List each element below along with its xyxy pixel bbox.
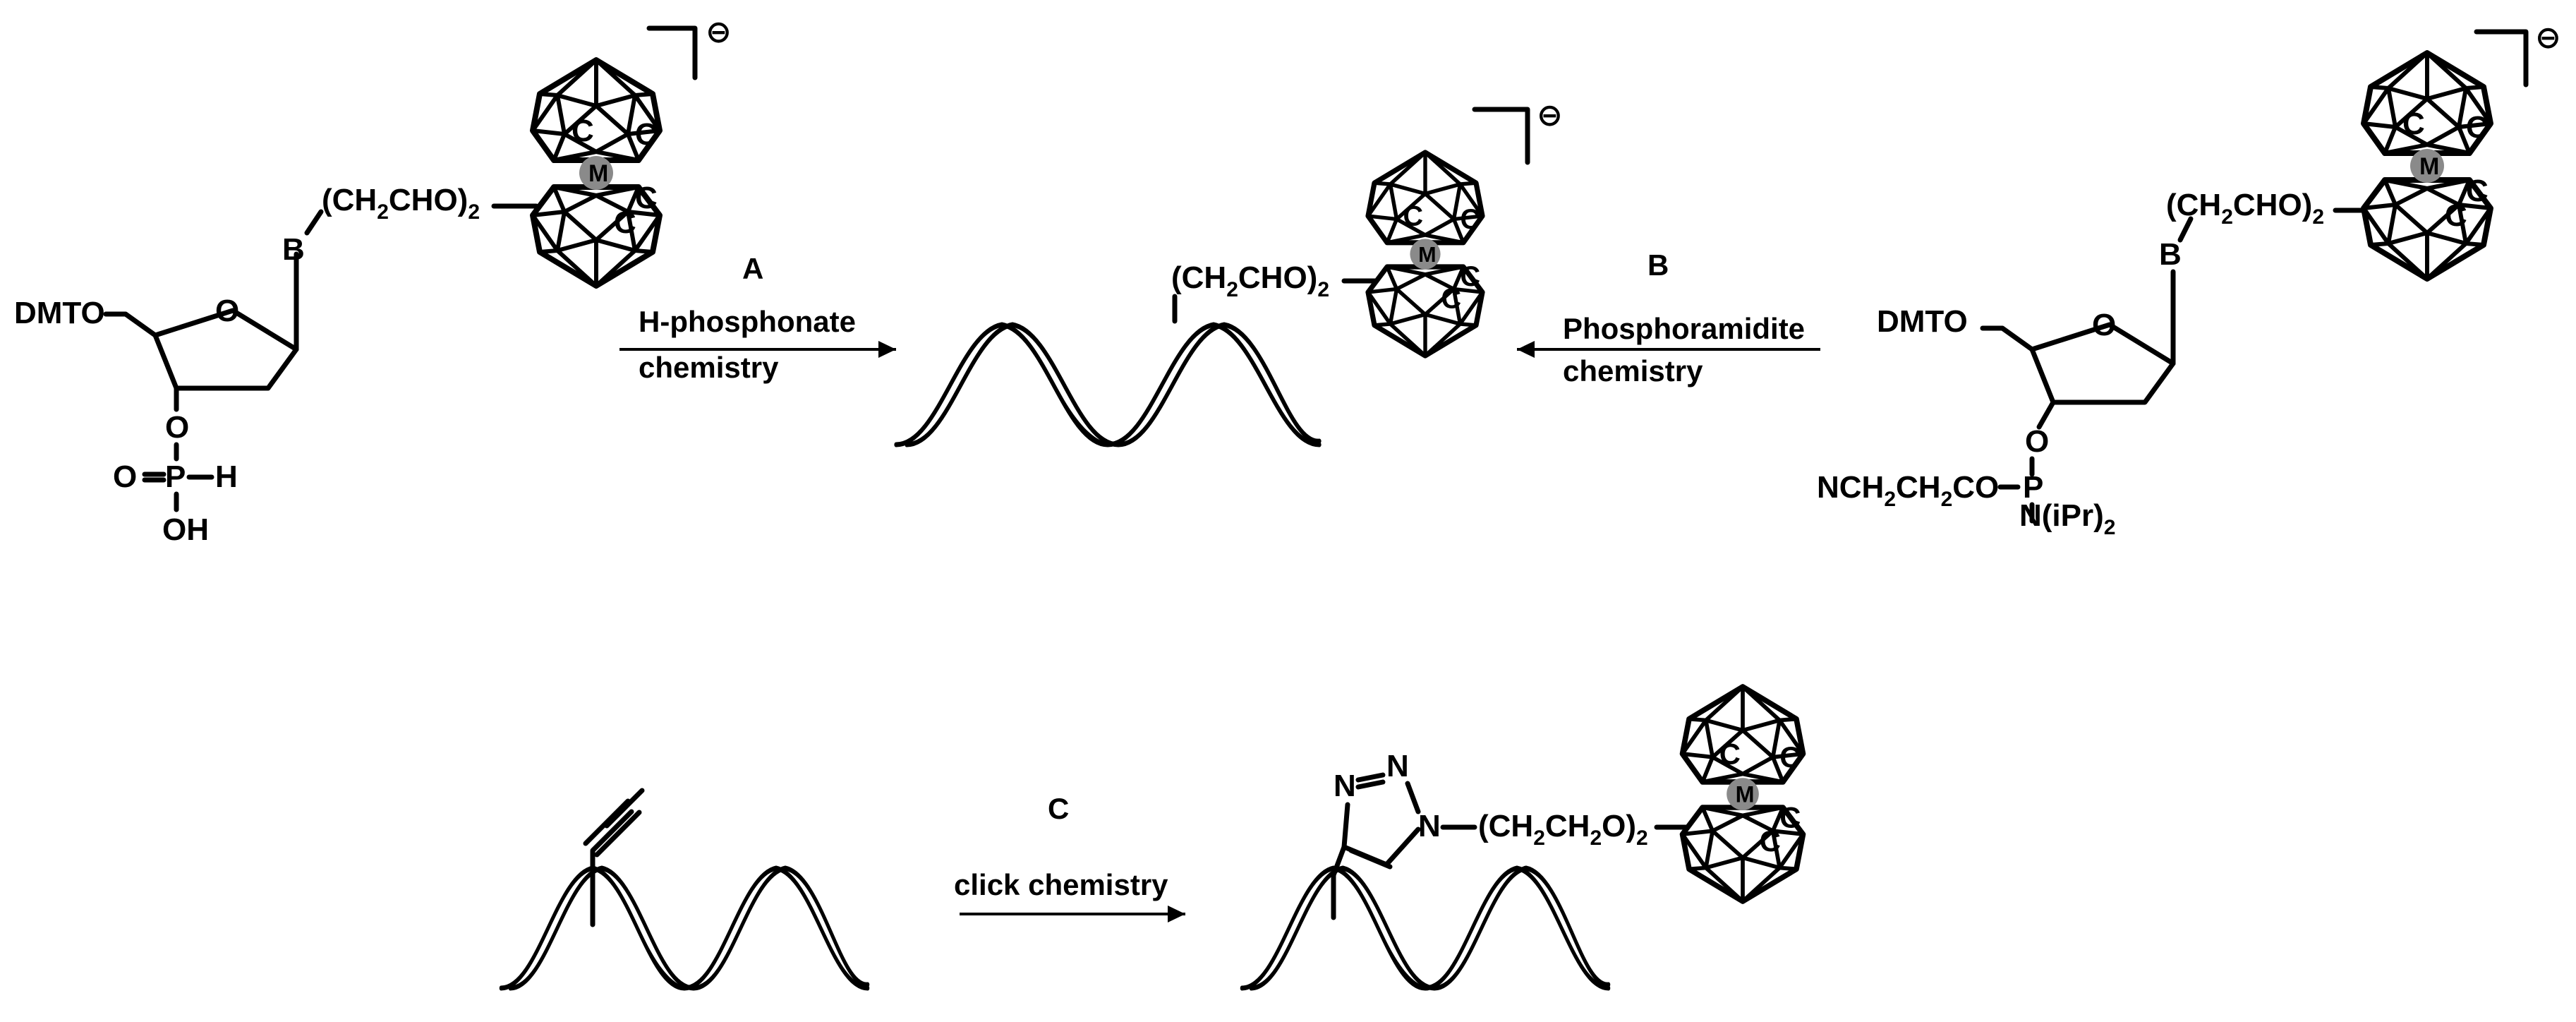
base-label: B: [282, 232, 305, 267]
carbon-label: C: [1760, 824, 1781, 858]
carbon-label: C: [2466, 110, 2489, 145]
triazole-product: N N N (CH2CH2O)2: [1242, 749, 1689, 988]
phosphorus-label: P: [2023, 470, 2043, 505]
carbon-label: C: [572, 114, 594, 148]
product-oligonucleotide-ab: (CH2CHO)2: [896, 260, 1379, 445]
hydroxyl-label: OH: [162, 512, 209, 547]
step-c-letter: C: [1048, 792, 1069, 825]
dmto-label: DMTO: [14, 296, 105, 330]
charge-label: ⊖: [706, 15, 732, 49]
alkyne-oligonucleotide: [501, 788, 868, 988]
linker-label-b: (CH2CHO)2: [1171, 260, 1329, 301]
carbon-label: C: [1779, 801, 1801, 834]
oxo-label: O: [113, 459, 137, 494]
carbon-label: C: [2445, 198, 2467, 233]
carbon-label: C: [2402, 107, 2425, 141]
step-a-line2: chemistry: [639, 351, 779, 384]
charge-label: ⊖: [1537, 98, 1563, 133]
phosphite-oxygen-label: O: [2025, 424, 2049, 459]
carbon-label: C: [635, 117, 658, 152]
carbon-label: C: [1719, 737, 1741, 770]
step-b: B Phosphoramidite chemistry: [1517, 248, 1820, 387]
step-b-line2: chemistry: [1563, 354, 1703, 387]
dmto-label: DMTO: [1877, 304, 1968, 339]
carbon-label: C: [1779, 740, 1801, 774]
metal-label: M: [588, 160, 608, 187]
linker-label-d: (CH2CH2O)2: [1478, 809, 1648, 850]
step-b-line1: Phosphoramidite: [1563, 312, 1805, 345]
linker-label-a: (CH2CHO)2: [322, 183, 480, 224]
metallacarborane-1: M C C C C: [533, 60, 660, 286]
base-label: B: [2159, 237, 2182, 272]
triazole-n1: N: [1418, 809, 1441, 843]
metallacarborane-4: M C C C C: [1683, 687, 1803, 901]
charge-label: ⊖: [2535, 20, 2561, 55]
carbon-label: C: [2466, 174, 2489, 208]
ring-oxygen-label: O: [2092, 308, 2116, 342]
carbon-label: C: [635, 181, 658, 215]
metal-label: M: [1418, 243, 1437, 267]
step-a-letter: A: [742, 252, 763, 285]
step-c-line1: click chemistry: [954, 868, 1168, 901]
carbon-label: C: [1461, 204, 1481, 235]
metal-label: M: [2419, 153, 2439, 180]
carbon-label: C: [1461, 261, 1481, 292]
step-b-letter: B: [1647, 248, 1669, 282]
step-c: C click chemistry: [954, 792, 1185, 922]
charge-bracket: [1472, 107, 1530, 165]
phosphoramidite-nucleoside: O DMTO B (CH2CHO)2 O P NCH2CH2CO N(iPr)2: [1817, 188, 2377, 539]
step-a: A H-phosphonate chemistry: [619, 252, 896, 384]
metallacarborane-2: M C C C C: [1368, 152, 1482, 356]
step-a-line1: H-phosphonate: [639, 305, 856, 338]
triazole-n2: N: [1386, 749, 1409, 783]
phosphorus-label: P: [165, 459, 186, 494]
phosphite-oxygen-label: O: [165, 410, 189, 445]
linker-label-c: (CH2CHO)2: [2166, 188, 2324, 229]
triazole-n3: N: [1334, 769, 1356, 803]
h-phosphonate-nucleoside: O DMTO B (CH2CHO)2 O P O H OH: [14, 183, 539, 547]
amine-label: N(iPr)2: [2019, 498, 2115, 539]
charge-bracket: [646, 25, 698, 80]
ring-oxygen-label: O: [215, 294, 239, 328]
metallacarborane-3: M C C C C: [2364, 53, 2491, 279]
hydrogen-label: H: [215, 459, 238, 494]
carbon-label: C: [1441, 284, 1462, 315]
charge-bracket: [2474, 29, 2529, 88]
cyanoethyl-label: NCH2CH2CO: [1817, 470, 1999, 511]
metal-label: M: [1736, 781, 1755, 807]
carbon-label: C: [614, 205, 636, 240]
carbon-label: C: [1403, 201, 1424, 232]
